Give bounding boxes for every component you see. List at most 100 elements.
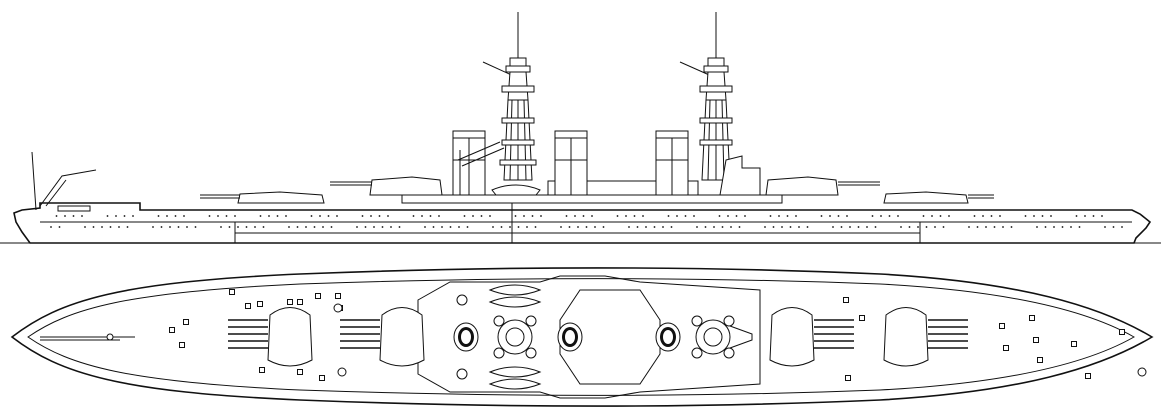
porthole bbox=[509, 226, 511, 228]
portholes bbox=[50, 186, 1123, 228]
plan-funnel-2 bbox=[557, 322, 583, 352]
porthole bbox=[786, 215, 789, 217]
porthole bbox=[50, 226, 52, 228]
porthole bbox=[262, 226, 265, 228]
plan-deck-fittings bbox=[169, 289, 1147, 381]
plan-ventilator bbox=[456, 368, 468, 380]
porthole bbox=[101, 226, 103, 228]
deck-fitting bbox=[183, 319, 189, 325]
deck-fitting bbox=[297, 369, 303, 375]
porthole bbox=[942, 226, 945, 228]
porthole bbox=[1112, 226, 1115, 228]
porthole bbox=[361, 215, 364, 217]
porthole bbox=[727, 215, 729, 217]
porthole bbox=[458, 226, 460, 228]
funnel-3 bbox=[655, 130, 689, 196]
porthole bbox=[118, 226, 120, 228]
porthole bbox=[534, 226, 537, 228]
porthole bbox=[310, 215, 313, 217]
porthole bbox=[976, 226, 979, 228]
porthole bbox=[1024, 215, 1027, 217]
porthole bbox=[123, 215, 126, 217]
turret-aft-2 bbox=[883, 191, 994, 204]
mainmast bbox=[679, 12, 733, 181]
deck-fitting bbox=[259, 367, 265, 373]
deck-fitting bbox=[315, 293, 321, 299]
aft-bridge bbox=[719, 155, 761, 196]
porthole bbox=[888, 215, 891, 217]
profile-hull bbox=[13, 202, 1152, 244]
deck-fitting bbox=[859, 315, 865, 321]
porthole bbox=[531, 215, 534, 217]
plan-turret-fore-2 bbox=[340, 307, 425, 367]
porthole bbox=[1075, 215, 1078, 217]
plan-deckhouse bbox=[559, 289, 661, 385]
porthole bbox=[560, 226, 562, 228]
deck-fitting bbox=[335, 293, 341, 299]
porthole bbox=[653, 226, 656, 228]
plan-boats-starboard bbox=[488, 366, 542, 390]
bow-crane bbox=[39, 169, 97, 207]
porthole bbox=[1036, 226, 1038, 228]
plan-funnel-1 bbox=[453, 322, 479, 352]
porthole bbox=[285, 215, 287, 217]
porthole bbox=[157, 215, 160, 217]
porthole bbox=[194, 226, 197, 228]
porthole bbox=[798, 226, 800, 228]
porthole bbox=[1044, 226, 1047, 228]
porthole bbox=[259, 215, 262, 217]
deck-fitting bbox=[1085, 373, 1091, 379]
porthole bbox=[441, 226, 443, 228]
profile-view bbox=[0, 12, 1161, 244]
deck-fitting bbox=[843, 297, 849, 303]
porthole bbox=[526, 226, 528, 228]
porthole bbox=[177, 226, 180, 228]
porthole bbox=[718, 215, 721, 217]
deck-fitting bbox=[179, 342, 185, 348]
deck-fitting bbox=[297, 299, 303, 305]
plan-deck-inner bbox=[27, 278, 1136, 396]
porthole bbox=[489, 215, 491, 217]
porthole bbox=[429, 215, 432, 217]
porthole bbox=[378, 215, 381, 217]
porthole bbox=[186, 226, 188, 228]
porthole bbox=[268, 215, 270, 217]
porthole bbox=[276, 215, 279, 217]
plan-turret-aft-2 bbox=[883, 307, 968, 367]
porthole bbox=[432, 226, 435, 228]
porthole bbox=[633, 215, 636, 217]
porthole bbox=[523, 215, 525, 217]
porthole bbox=[540, 215, 542, 217]
porthole bbox=[820, 215, 823, 217]
porthole bbox=[857, 226, 860, 228]
porthole bbox=[132, 215, 134, 217]
porthole bbox=[574, 215, 576, 217]
porthole bbox=[778, 215, 780, 217]
porthole bbox=[58, 226, 61, 228]
porthole bbox=[625, 215, 627, 217]
porthole bbox=[866, 226, 868, 228]
porthole bbox=[322, 226, 324, 228]
porthole bbox=[577, 226, 579, 228]
turret-aft-1 bbox=[765, 176, 880, 196]
porthole bbox=[1078, 226, 1081, 228]
porthole bbox=[1010, 226, 1013, 228]
porthole bbox=[514, 215, 517, 217]
deck-fitting bbox=[1033, 337, 1039, 343]
porthole bbox=[152, 226, 154, 228]
capstan bbox=[106, 333, 114, 341]
porthole bbox=[602, 226, 605, 228]
porthole bbox=[356, 226, 358, 228]
porthole bbox=[667, 215, 670, 217]
porthole bbox=[381, 226, 384, 228]
porthole bbox=[985, 226, 987, 228]
porthole bbox=[183, 215, 185, 217]
porthole bbox=[1002, 226, 1004, 228]
turret-fore-1 bbox=[200, 191, 325, 204]
porthole bbox=[934, 226, 936, 228]
porthole bbox=[948, 215, 950, 217]
deck-fitting bbox=[1029, 315, 1035, 321]
plan-mainmast bbox=[691, 315, 753, 359]
